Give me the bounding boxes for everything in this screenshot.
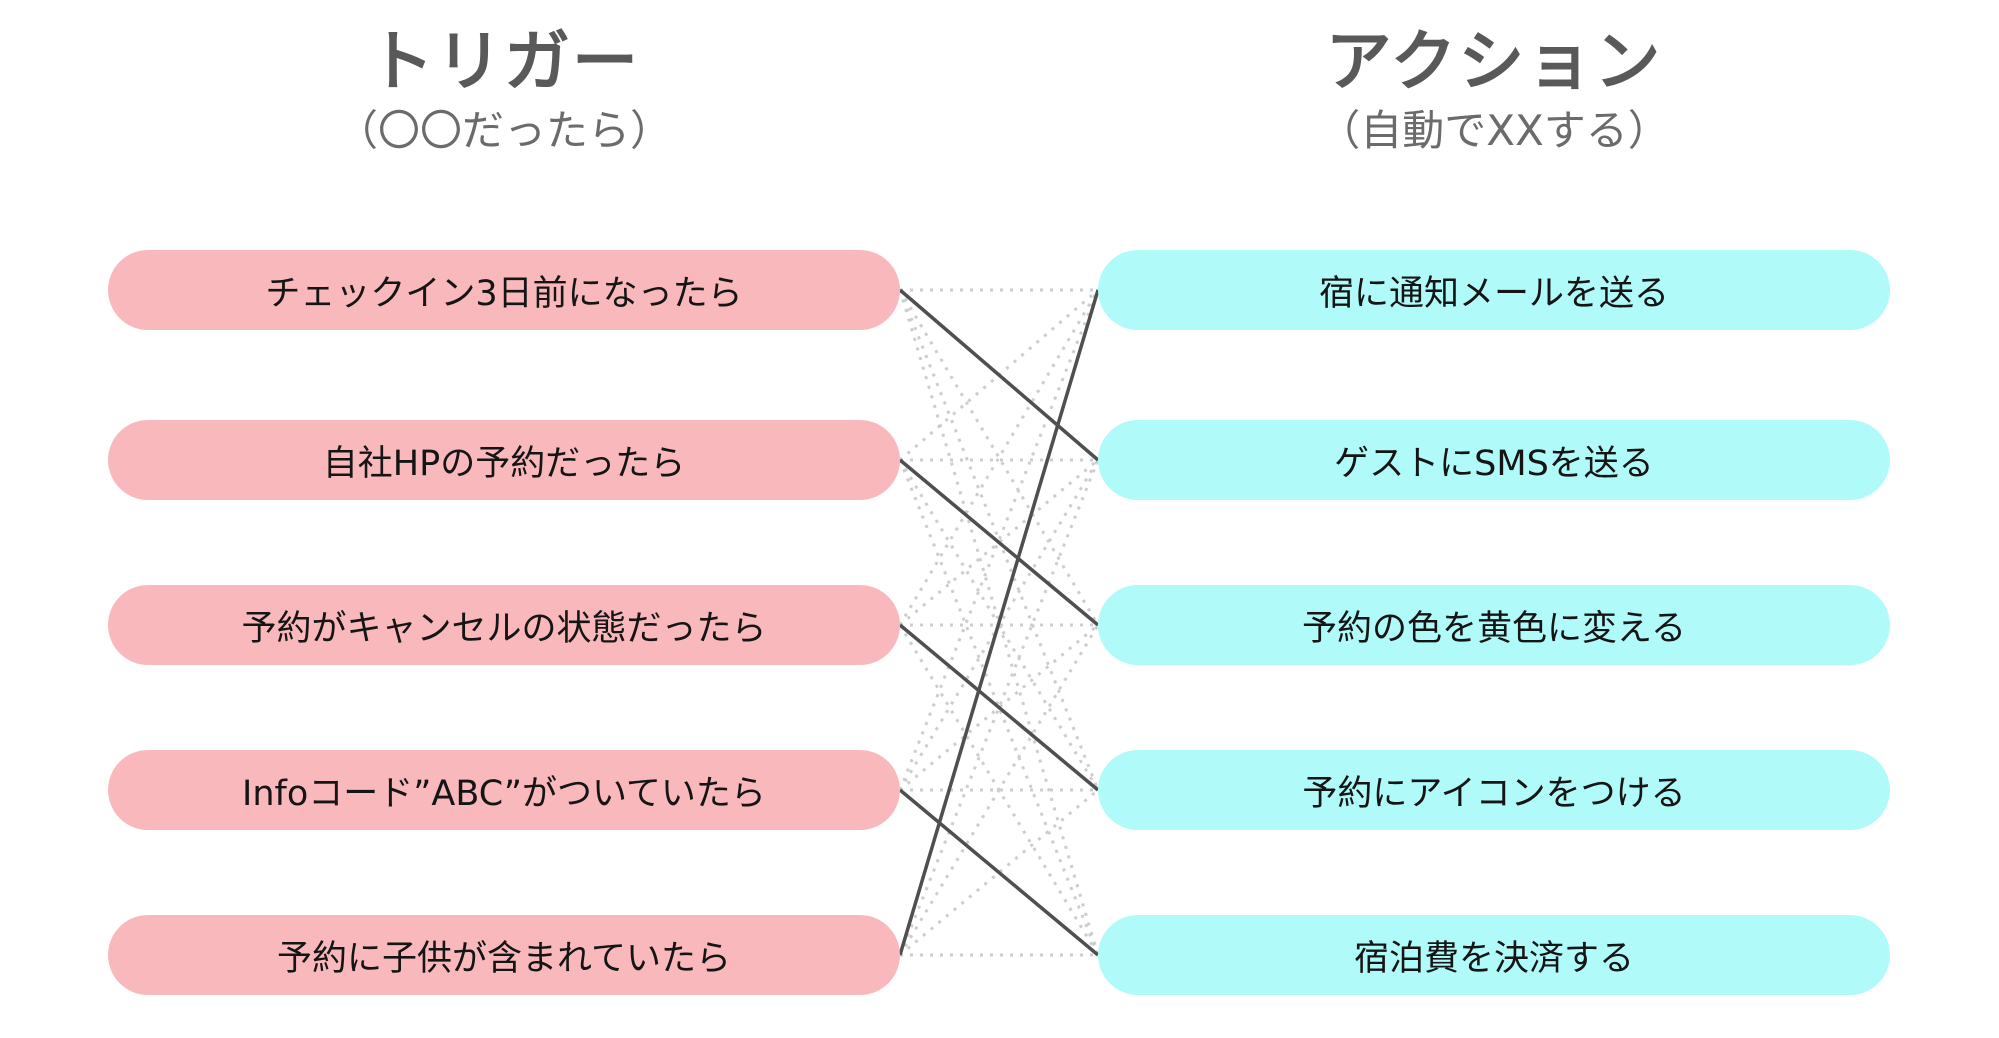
trigger-pill-2: 自社HPの予約だったら — [108, 420, 900, 500]
trigger-pill-3-label: 予約がキャンセルの状態だったら — [241, 608, 767, 649]
action-column-header: アクション （自動でXXする） — [1098, 24, 1890, 156]
trigger-subtitle: （〇〇だったら） — [335, 105, 672, 155]
connector-dotted-5-3 — [898, 624, 1100, 956]
connector-solid-2-3 — [898, 458, 1100, 627]
trigger-pill-1: チェックイン3日前になったら — [108, 250, 900, 330]
trigger-pill-4: Infoコード”ABC”がついていたら — [108, 750, 900, 830]
trigger-pill-1-label: チェックイン3日前になったら — [265, 273, 743, 314]
trigger-pill-2-label: 自社HPの予約だったら — [322, 443, 686, 484]
action-pill-5: 宿泊費を決済する — [1098, 915, 1890, 995]
trigger-pill-5-label: 予約に子供が含まれていたら — [277, 938, 731, 979]
connector-dotted-5-4 — [899, 788, 1099, 957]
connector-dotted-3-2 — [899, 458, 1099, 627]
action-pill-3-label: 予約の色を黄色に変える — [1302, 608, 1686, 649]
trigger-pill-5: 予約に子供が含まれていたら — [108, 915, 900, 995]
action-pill-2-label: ゲストにSMSを送る — [1334, 443, 1654, 484]
connector-dotted-4-3 — [899, 623, 1099, 792]
action-pill-1: 宿に通知メールを送る — [1098, 250, 1890, 330]
action-pill-4: 予約にアイコンをつける — [1098, 750, 1890, 830]
action-pill-5-label: 宿泊費を決済する — [1353, 938, 1634, 979]
action-pill-1-label: 宿に通知メールを送る — [1318, 273, 1669, 314]
trigger-title: トリガー — [368, 23, 640, 100]
action-pill-4-label: 予約にアイコンをつける — [1302, 773, 1686, 814]
action-pill-2: ゲストにSMSを送る — [1098, 420, 1890, 500]
action-title: アクション — [1325, 23, 1663, 100]
trigger-pill-4-label: Infoコード”ABC”がついていたら — [242, 773, 766, 814]
trigger-column-header: トリガー （〇〇だったら） — [108, 24, 900, 156]
connector-solid-3-4 — [898, 623, 1100, 792]
connector-solid-5-1 — [898, 289, 1100, 956]
connector-solid-4-5 — [898, 788, 1100, 957]
connector-solid-1-2 — [898, 288, 1100, 462]
action-subtitle: （自動でXXする） — [1318, 105, 1670, 155]
action-pill-3: 予約の色を黄色に変える — [1098, 585, 1890, 665]
trigger-pill-3: 予約がキャンセルの状態だったら — [108, 585, 900, 665]
